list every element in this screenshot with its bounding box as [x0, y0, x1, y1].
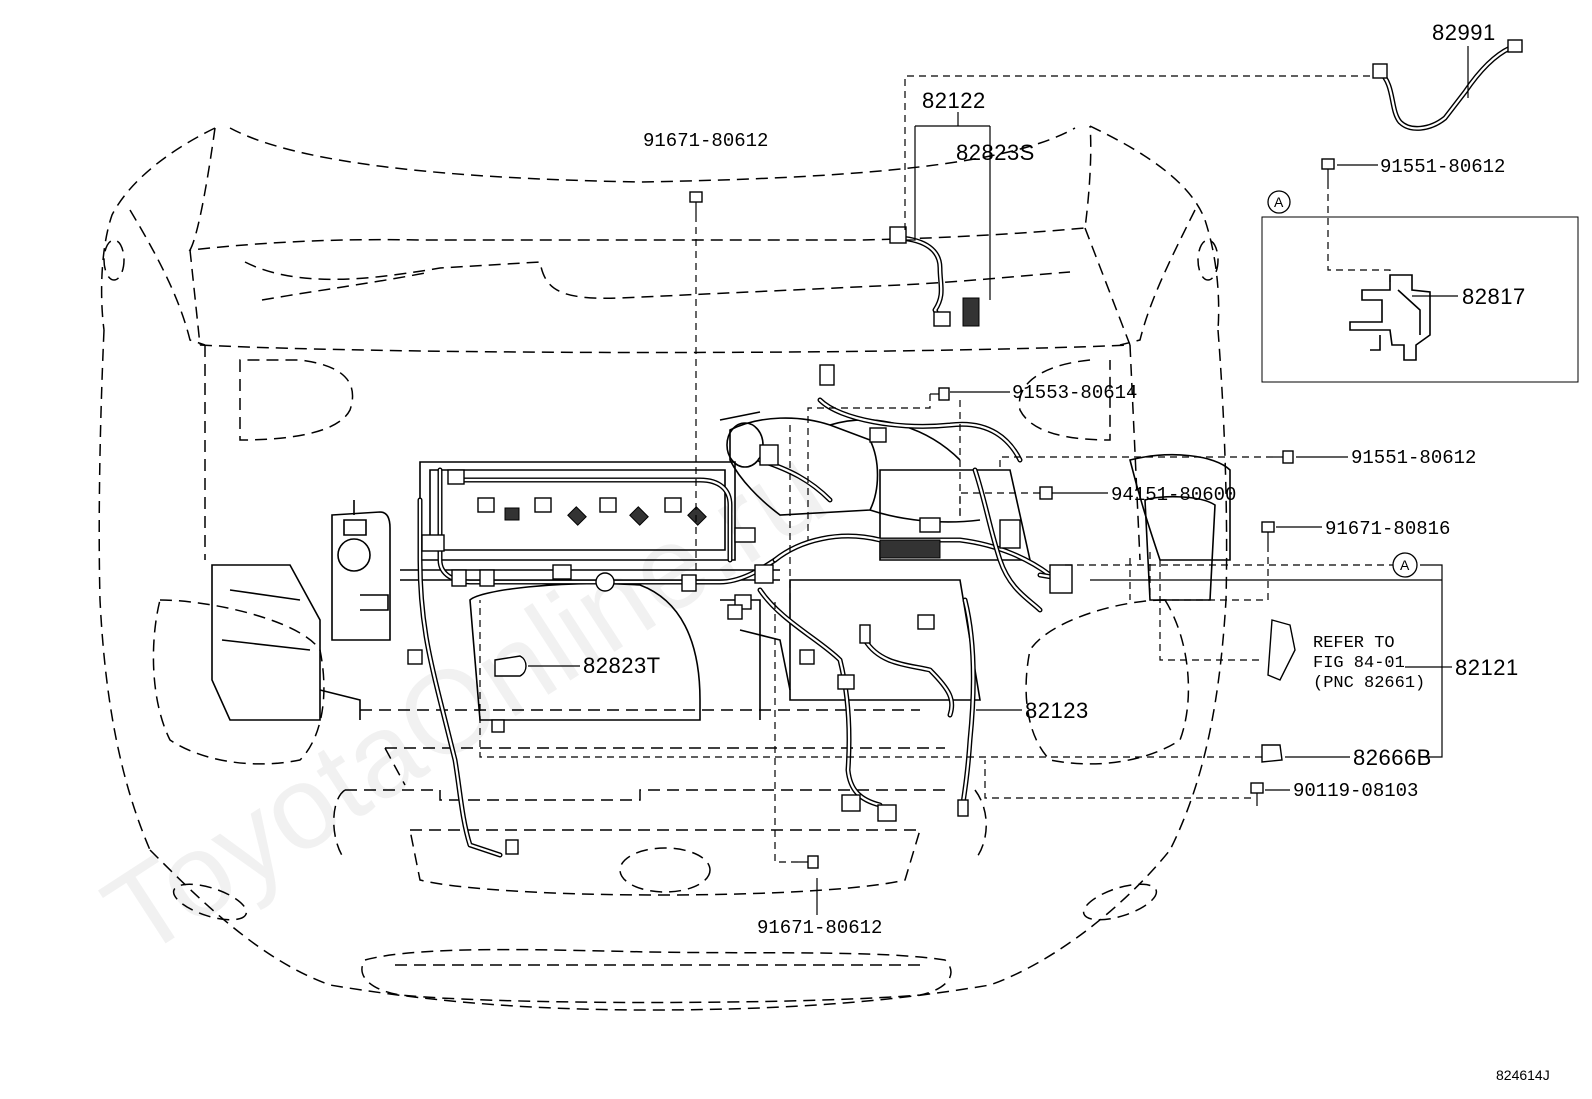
- connectors: [407, 39, 1523, 855]
- view-marker-a: A: [1392, 552, 1418, 578]
- leader-lines: [528, 46, 1469, 915]
- part-label-94151-80600: 94151-80600: [1111, 484, 1236, 506]
- part-label-82817: 82817: [1462, 284, 1526, 309]
- part-label-91671-80612-bottom: 91671-80612: [757, 917, 882, 939]
- part-label-82666b: 82666B: [1353, 745, 1432, 770]
- part-label-90119-08103: 90119-08103: [1293, 780, 1418, 802]
- part-label-82823t: 82823T: [583, 653, 661, 678]
- engine-wire-harness: [417, 45, 1513, 858]
- detail-frame: [1261, 216, 1579, 383]
- bolts: [689, 158, 1335, 869]
- part-label-91671-80816: 91671-80816: [1325, 518, 1450, 540]
- bolt-icon: [1261, 521, 1275, 545]
- refer-note-line3: (PNC 82661): [1313, 674, 1425, 693]
- bolt-icon: [930, 387, 950, 401]
- bolt-icon: [798, 855, 819, 869]
- part-label-82823s: 82823S: [956, 140, 1035, 165]
- part-label-91551-80612-mid: 91551-80612: [1351, 447, 1476, 469]
- refer-note: REFER TO FIG 84-01 (PNC 82661): [1313, 634, 1425, 693]
- detail-view-a: A: [1261, 190, 1579, 383]
- refer-note-line2: FIG 84-01: [1313, 654, 1405, 673]
- watermark: ToyotaOnline.ru: [82, 421, 847, 982]
- part-label-82121: 82121: [1455, 655, 1519, 680]
- part-label-82991: 82991: [1432, 20, 1496, 45]
- part-label-82122: 82122: [922, 88, 986, 113]
- reference-lines: [479, 75, 1396, 863]
- view-marker-label: A: [1400, 557, 1410, 573]
- bolt-icon: [1039, 486, 1053, 500]
- diagram-code: 824614J: [1496, 1067, 1550, 1083]
- part-label-91553-80614: 91553-80614: [1012, 382, 1137, 404]
- view-marker-label: A: [1274, 194, 1284, 210]
- bolt-icon: [689, 191, 703, 215]
- part-labels: 82991 82122 82823S 91671-80612 91551-806…: [583, 20, 1526, 939]
- part-label-82123: 82123: [1025, 698, 1089, 723]
- bolt-icon: [1321, 158, 1335, 182]
- bolt-icon: [1250, 782, 1264, 806]
- refer-note-line1: REFER TO: [1313, 634, 1395, 653]
- bolt-icon: [1273, 450, 1294, 464]
- part-label-91551-80612-top: 91551-80612: [1380, 156, 1505, 178]
- part-label-91671-80612-top: 91671-80612: [643, 130, 768, 152]
